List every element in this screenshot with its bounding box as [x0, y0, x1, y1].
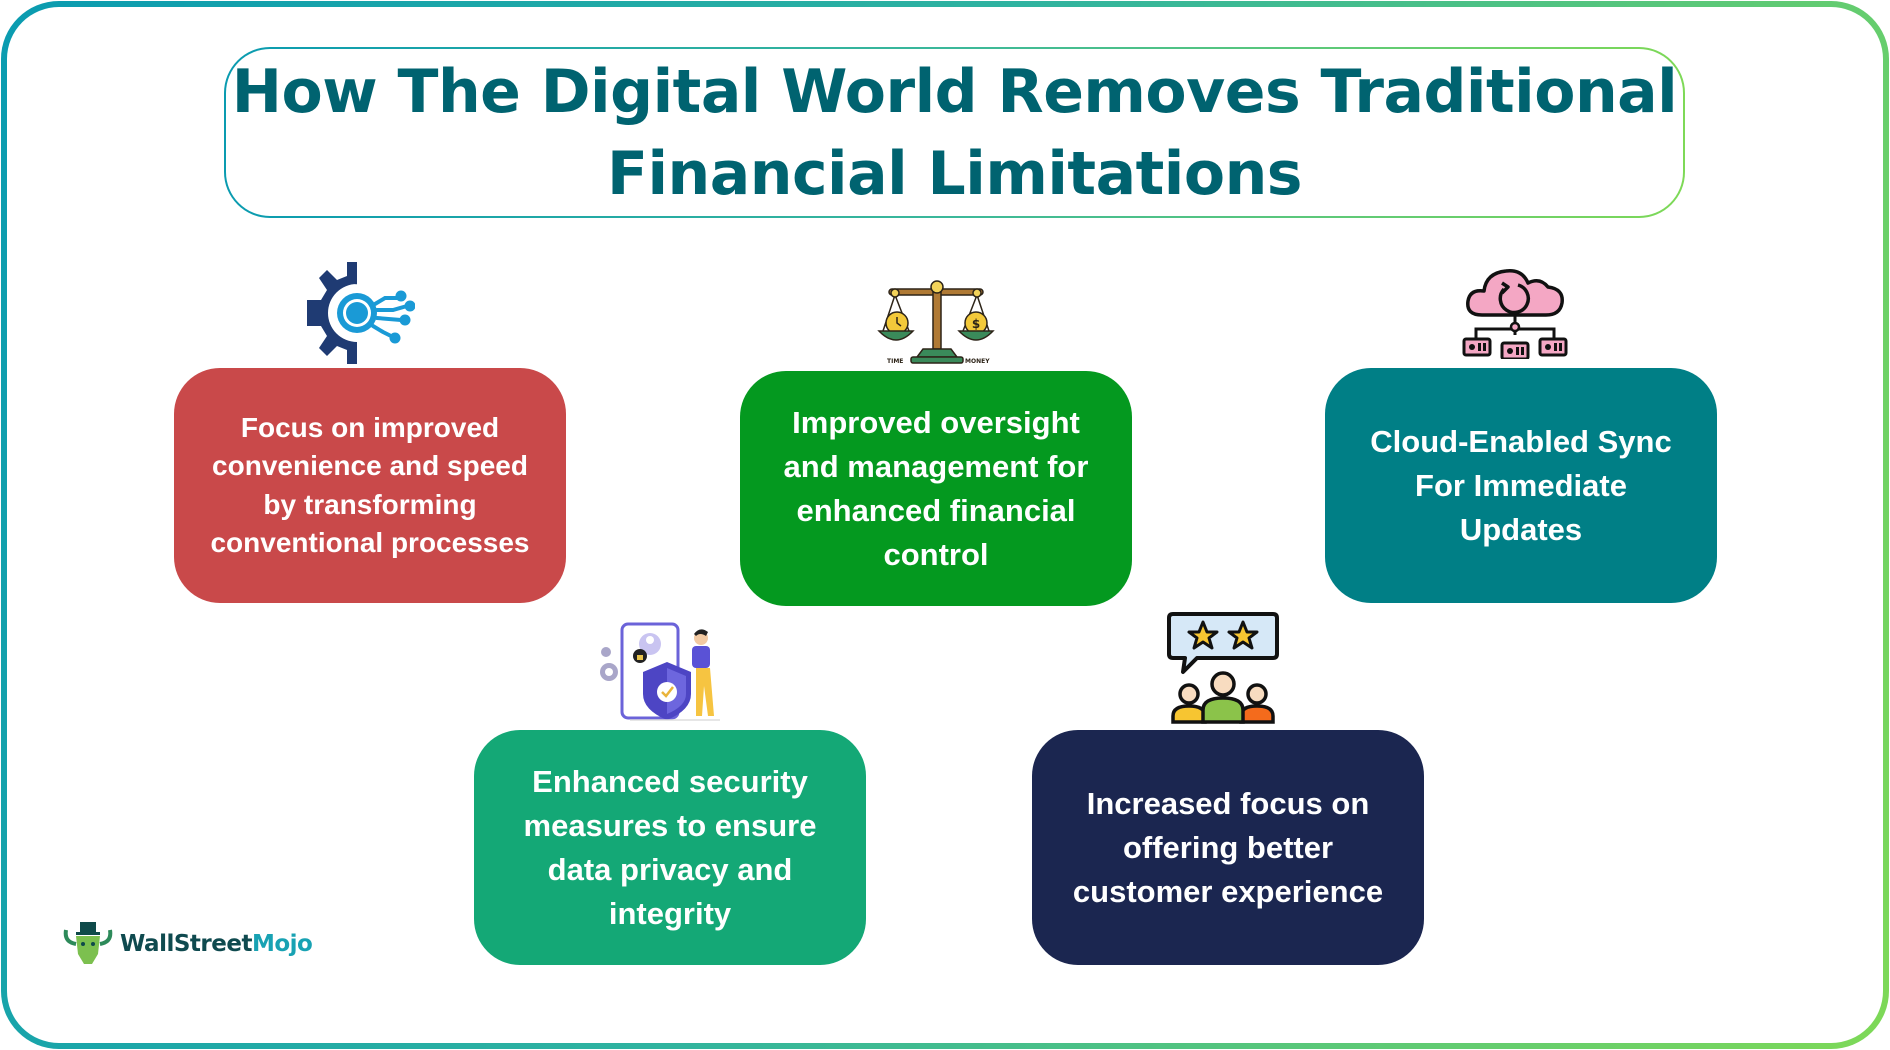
logo-text-mojo: Mojo: [251, 931, 313, 957]
card-security: Enhanced security measures to ensure dat…: [474, 730, 866, 965]
title-line-1: How The Digital World Removes Traditiona…: [231, 56, 1678, 127]
bull-mascot-icon: [63, 922, 113, 964]
scale-right-label: MONEY: [965, 358, 990, 365]
card-oversight: Improved oversight and management for en…: [740, 371, 1132, 606]
page-title: How The Digital World Removes Traditiona…: [231, 51, 1678, 215]
customer-review-icon: [1165, 610, 1280, 724]
gear-circuit-icon: [305, 262, 416, 364]
logo-text-wallstreet: WallStreet: [120, 931, 252, 957]
scale-left-label: TIME: [887, 358, 903, 365]
card-text: Enhanced security measures to ensure dat…: [523, 763, 817, 931]
wallstreetmojo-logo: WallStreetMojo: [62, 920, 313, 968]
card-convenience: Focus on improved convenience and speed …: [174, 368, 566, 603]
title-box: How The Digital World Removes Traditiona…: [224, 47, 1685, 218]
card-text: Improved oversight and management for en…: [783, 404, 1089, 572]
svg-text:$: $: [972, 317, 980, 331]
balance-scale-icon: $ TIME MONEY: [877, 275, 995, 365]
security-shield-icon: [600, 622, 720, 722]
card-text: Increased focus on offering better custo…: [1072, 785, 1384, 909]
card-text: Cloud-Enabled Sync For Immediate Updates: [1370, 423, 1672, 547]
card-cloud-sync: Cloud-Enabled Sync For Immediate Updates: [1325, 368, 1717, 603]
card-text: Focus on improved convenience and speed …: [210, 411, 530, 559]
title-line-2: Financial Limitations: [607, 138, 1303, 209]
card-customer-experience: Increased focus on offering better custo…: [1032, 730, 1424, 965]
cloud-sync-icon: [1462, 265, 1568, 361]
